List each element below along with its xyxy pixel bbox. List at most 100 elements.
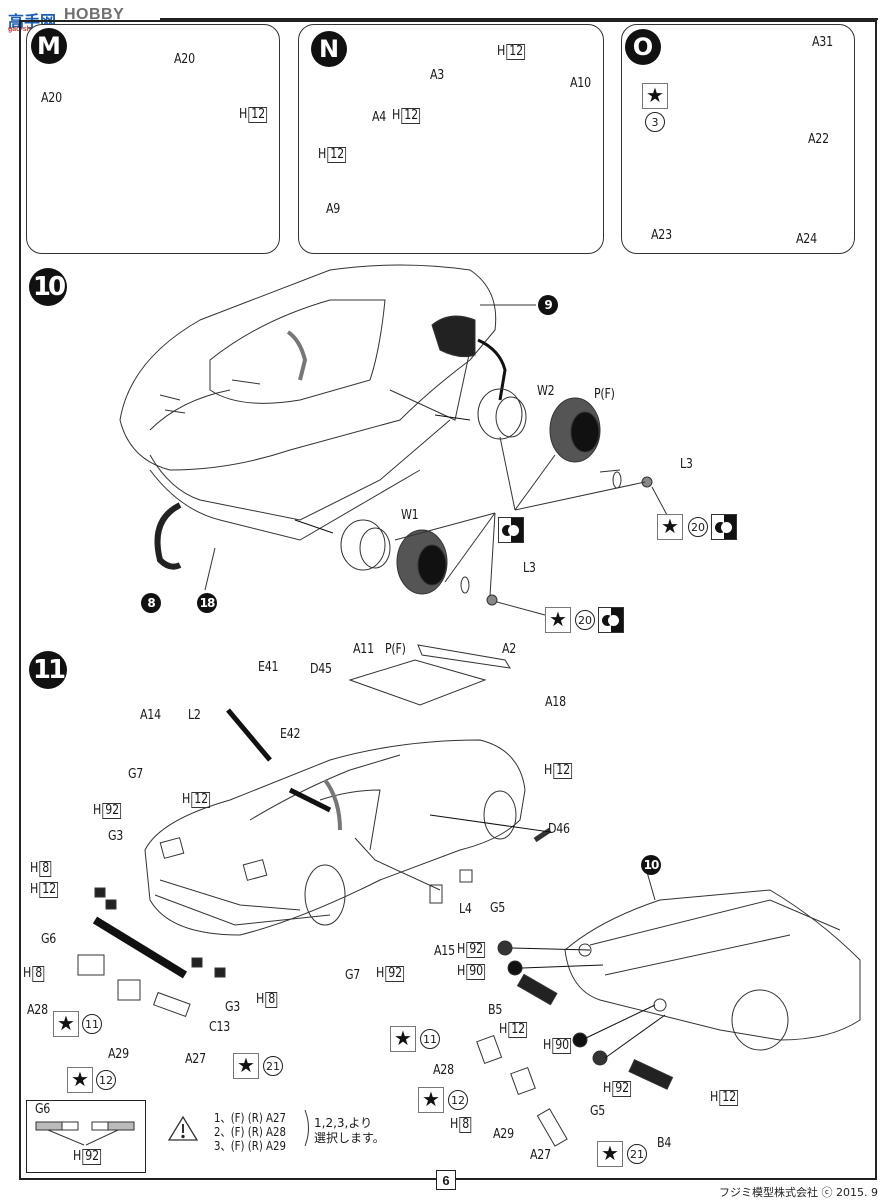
label-a28-rear: A28 <box>433 1063 454 1078</box>
option-note: 1,2,3,より 選択します。 <box>314 1116 385 1146</box>
label-pf-top: P(F) <box>594 387 615 402</box>
label-a2: A2 <box>502 642 517 657</box>
label-a10: A10 <box>570 76 591 91</box>
paint-code-h: H <box>239 107 248 122</box>
decal-number: 21 <box>263 1056 283 1076</box>
option-line: 1、(F) (R) A27 <box>214 1111 287 1125</box>
paint-number-box: 12 <box>327 147 347 163</box>
panel-n <box>298 24 604 254</box>
paint-number-box: 12 <box>248 107 268 123</box>
paint-code-h: H <box>376 966 385 981</box>
ref-step-8: 8 <box>141 593 161 613</box>
decal-number: 3 <box>645 112 665 132</box>
label-a20-top: A20 <box>174 52 195 67</box>
label-a31: A31 <box>812 35 833 50</box>
label-a11: A11 <box>353 642 374 657</box>
label-l4: L4 <box>459 902 472 917</box>
label-e42: E42 <box>280 727 301 742</box>
label-a27: A27 <box>185 1052 206 1067</box>
paint-number-box: 8 <box>39 861 52 877</box>
label-a29-rear: A29 <box>493 1127 514 1142</box>
paint-code-h: H <box>182 792 191 807</box>
decal-star-icon: ★ <box>418 1087 444 1113</box>
label-a18: A18 <box>545 695 566 710</box>
decal-star-icon: ★ <box>390 1026 416 1052</box>
label-w2: W2 <box>537 384 555 399</box>
label-a14: A14 <box>140 708 161 723</box>
paint-code-h: H <box>544 763 553 778</box>
paint-code-h: H <box>93 803 102 818</box>
paint-code-h: H <box>30 882 39 897</box>
paint-number-box: 92 <box>612 1081 632 1097</box>
decal-number: 20 <box>575 610 595 630</box>
paint-code-h: H <box>457 964 466 979</box>
label-g6: G6 <box>41 932 57 947</box>
paint-number-box: 12 <box>508 1022 528 1038</box>
step-badge-o: O <box>625 29 661 65</box>
paint-code-h: H <box>497 44 506 59</box>
paint-code-h: H <box>392 108 401 123</box>
paint-code-h: H <box>710 1090 719 1105</box>
label-a29: A29 <box>108 1047 129 1062</box>
decal-number: 20 <box>688 517 708 537</box>
paint-code-h: H <box>318 147 327 162</box>
paint-code-h: H <box>457 942 466 957</box>
frame-top-rule <box>160 18 878 20</box>
label-g5-top: G5 <box>490 901 506 916</box>
paint-number-box: 92 <box>82 1149 102 1165</box>
decal-star-icon: ★ <box>53 1011 79 1037</box>
paint-number-box: 90 <box>552 1038 572 1054</box>
paint-code-h: H <box>499 1022 508 1037</box>
panel-m <box>26 24 280 254</box>
label-a24: A24 <box>796 232 817 247</box>
paint-dots-icon <box>598 607 624 633</box>
inset-label-g6: G6 <box>35 1102 51 1117</box>
label-w1: W1 <box>401 508 419 523</box>
paint-code-h: H <box>73 1149 82 1164</box>
label-d45: D45 <box>310 662 332 677</box>
decal-star-icon: ★ <box>642 83 668 109</box>
paint-code-h: H <box>256 992 265 1007</box>
label-g3-bottom: G3 <box>225 1000 241 1015</box>
decal-number: 11 <box>82 1014 102 1034</box>
panel-o <box>621 24 855 254</box>
paint-number-box: 12 <box>553 763 573 779</box>
option-line: 2、(F) (R) A28 <box>214 1125 287 1139</box>
label-l3-top: L3 <box>680 457 693 472</box>
copyright: フジミ模型株式会社 ⓒ 2015. 9 <box>719 1186 878 1199</box>
paint-number-box: 8 <box>459 1117 472 1133</box>
decal-number: 12 <box>96 1070 116 1090</box>
paint-number-box: 12 <box>191 792 211 808</box>
paint-code-h: H <box>603 1081 612 1096</box>
page-number: 6 <box>436 1170 456 1190</box>
decal-number: 11 <box>420 1029 440 1049</box>
label-l2: L2 <box>188 708 201 723</box>
decal-star-icon: ★ <box>597 1141 623 1167</box>
option-note-line2: 選択します。 <box>314 1131 385 1145</box>
paint-number-box: 92 <box>102 803 122 819</box>
label-a20-left: A20 <box>41 91 62 106</box>
ref-step-18: 18 <box>197 593 217 613</box>
label-a15: A15 <box>434 944 455 959</box>
step-badge-10: 10 <box>29 268 67 306</box>
paint-number-box: 12 <box>39 882 59 898</box>
label-a9: A9 <box>326 202 341 217</box>
decal-number: 12 <box>448 1090 468 1110</box>
paint-number-box: 8 <box>32 966 45 982</box>
